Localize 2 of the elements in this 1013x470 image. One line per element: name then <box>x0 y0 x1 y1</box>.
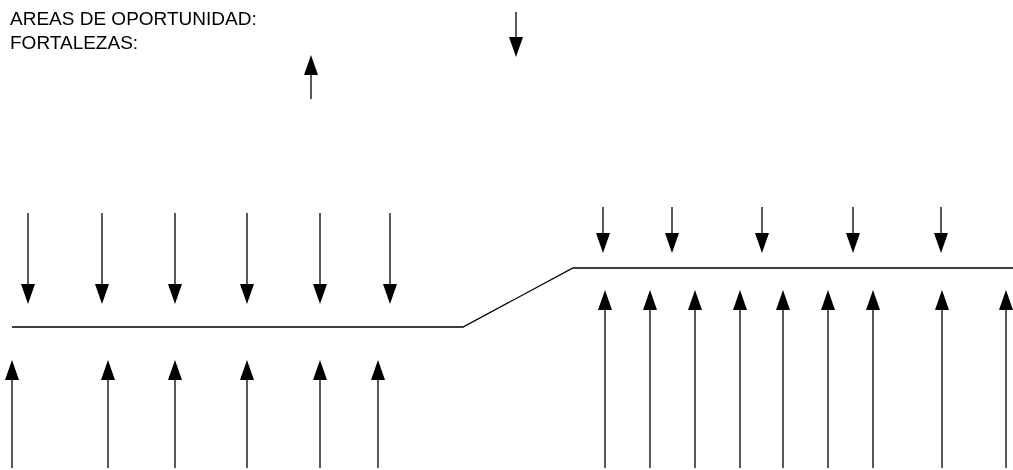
legend-label: FORTALEZAS: <box>10 32 139 54</box>
legend-label: AREAS DE OPORTUNIDAD: <box>10 8 257 30</box>
